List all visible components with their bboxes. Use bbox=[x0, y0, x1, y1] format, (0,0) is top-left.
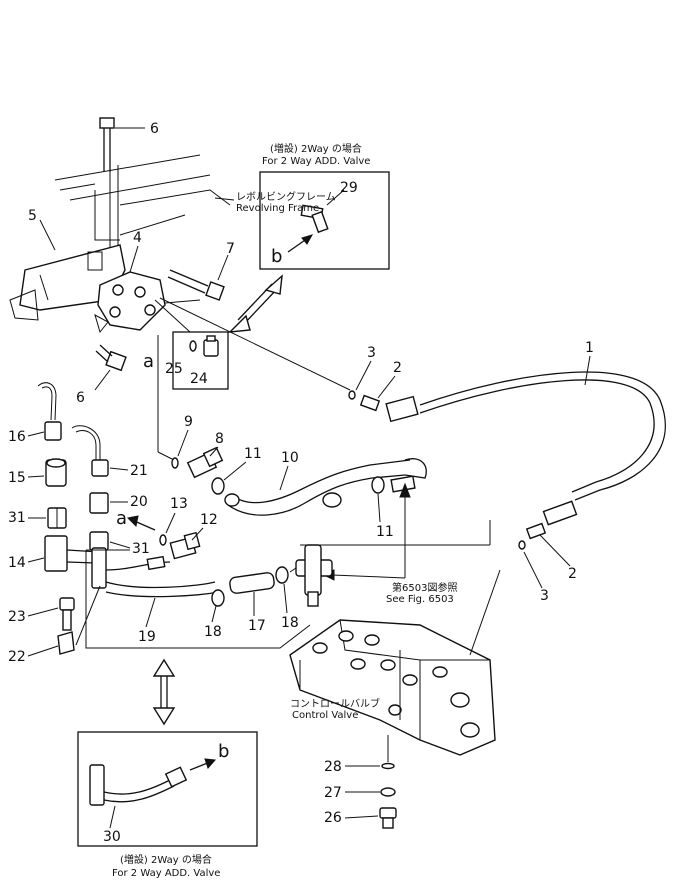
bolt-23 bbox=[59, 597, 75, 631]
callout-31-left: 31 bbox=[8, 510, 26, 526]
plug-box bbox=[172, 331, 229, 390]
oring-28 bbox=[381, 762, 395, 770]
hose-17 bbox=[229, 572, 275, 594]
elbow-fitting-29 bbox=[300, 189, 345, 234]
top-inset-title-jp: (増設) 2Way の場合 bbox=[270, 142, 362, 155]
bolt-6-bottom bbox=[94, 344, 127, 391]
oring-3-bottom bbox=[518, 540, 526, 550]
top-inset-title-en: For 2 Way ADD. Valve bbox=[262, 156, 370, 167]
clamp-11-right bbox=[371, 475, 416, 494]
nut-31-left bbox=[47, 507, 67, 529]
callout-2-bottom: 2 bbox=[568, 566, 577, 582]
callout-15: 15 bbox=[8, 470, 26, 486]
callout-11-left: 11 bbox=[244, 446, 262, 462]
oring-27 bbox=[380, 787, 396, 797]
tee-connector bbox=[295, 544, 333, 607]
see-fig-label-jp: 第6503図参照 bbox=[392, 581, 457, 594]
callout-20: 20 bbox=[130, 494, 148, 510]
double-arrow-bottom bbox=[152, 658, 176, 726]
callout-17: 17 bbox=[248, 618, 266, 634]
cap-21 bbox=[71, 425, 109, 477]
callout-27: 27 bbox=[324, 785, 342, 801]
arrow-b-top-inset bbox=[287, 234, 314, 253]
letter-b-top-inset: b bbox=[271, 246, 282, 267]
clamp-11-left bbox=[211, 477, 225, 495]
elbow-12 bbox=[169, 531, 201, 560]
callout-18-right: 18 bbox=[281, 615, 299, 631]
plug-26 bbox=[379, 807, 397, 829]
oring-13 bbox=[159, 534, 167, 546]
callout-24: 24 bbox=[190, 371, 208, 387]
callout-7: 7 bbox=[226, 241, 235, 257]
callout-30: 30 bbox=[103, 829, 121, 845]
callout-3-bottom: 3 bbox=[540, 588, 549, 604]
callout-16: 16 bbox=[8, 429, 26, 445]
callout-18-left: 18 bbox=[204, 624, 222, 640]
control-valve-label-jp: コントロールバルブ bbox=[290, 697, 380, 710]
cap-16 bbox=[37, 382, 62, 441]
callout-12: 12 bbox=[200, 512, 218, 528]
callout-14: 14 bbox=[8, 555, 26, 571]
adapter-2-bottom bbox=[525, 522, 547, 540]
control-valve-label-en: Control Valve bbox=[292, 710, 358, 721]
callout-8: 8 bbox=[215, 431, 224, 447]
callout-22: 22 bbox=[8, 649, 26, 665]
callout-9: 9 bbox=[184, 414, 193, 430]
tee-box-outline bbox=[85, 549, 311, 649]
callout-11-right: 11 bbox=[376, 524, 394, 540]
callout-10: 10 bbox=[281, 450, 299, 466]
selector-valve-4 bbox=[94, 271, 166, 334]
bottom-inset-title-en: For 2 Way ADD. Valve bbox=[112, 868, 220, 879]
callout-2-top: 2 bbox=[393, 360, 402, 376]
adapter-2-top bbox=[359, 394, 381, 412]
bolt-7 bbox=[167, 254, 229, 301]
callout-31-right: 31 bbox=[132, 541, 150, 557]
callout-6-top: 6 bbox=[150, 121, 159, 137]
arrow-b-bottom-inset bbox=[189, 758, 217, 771]
plug-15 bbox=[45, 458, 67, 487]
top-inset-box bbox=[259, 171, 390, 270]
letter-a-top: a bbox=[143, 351, 154, 372]
oring-3-top bbox=[348, 390, 356, 400]
bottom-inset-box bbox=[77, 731, 258, 847]
hose-10 bbox=[224, 458, 427, 516]
callout-25: 25 bbox=[165, 361, 183, 377]
callout-6-bottom: 6 bbox=[76, 390, 85, 406]
callout-21: 21 bbox=[130, 463, 148, 479]
bottom-inset-title-jp: (増設) 2Way の場合 bbox=[120, 853, 212, 866]
callout-23: 23 bbox=[8, 609, 26, 625]
tee-14 bbox=[44, 535, 107, 589]
clamp-18-left bbox=[211, 589, 225, 607]
revolving-frame-label-jp: レボルビングフレーム bbox=[236, 190, 336, 203]
callout-3-top: 3 bbox=[367, 345, 376, 361]
plug-20 bbox=[89, 492, 109, 514]
oring-9 bbox=[171, 457, 179, 469]
callout-1: 1 bbox=[585, 340, 594, 356]
control-valve bbox=[289, 619, 496, 756]
callout-29: 29 bbox=[340, 180, 358, 196]
revolving-frame-label-en: Revolving Frame bbox=[236, 203, 319, 214]
hose-1 bbox=[385, 371, 666, 526]
double-arrow-top bbox=[228, 274, 283, 333]
callout-19: 19 bbox=[138, 629, 156, 645]
oring-25 bbox=[189, 340, 197, 352]
revolving-frame bbox=[54, 154, 231, 262]
washer-22 bbox=[57, 631, 75, 655]
tube-19 bbox=[105, 555, 219, 598]
tube-30 bbox=[89, 764, 188, 806]
callout-28: 28 bbox=[324, 759, 342, 775]
plug-24 bbox=[203, 335, 219, 357]
letter-b-bottom-inset: b bbox=[218, 741, 229, 762]
callout-13: 13 bbox=[170, 496, 188, 512]
elbow-8 bbox=[186, 446, 224, 479]
callout-4: 4 bbox=[133, 230, 142, 246]
see-fig-label-en: See Fig. 6503 bbox=[386, 594, 454, 605]
bolt-6-top bbox=[99, 117, 145, 172]
callout-26: 26 bbox=[324, 810, 342, 826]
clamp-18-right bbox=[275, 566, 289, 584]
letter-a-mid: a bbox=[116, 508, 127, 529]
callout-5: 5 bbox=[28, 208, 37, 224]
